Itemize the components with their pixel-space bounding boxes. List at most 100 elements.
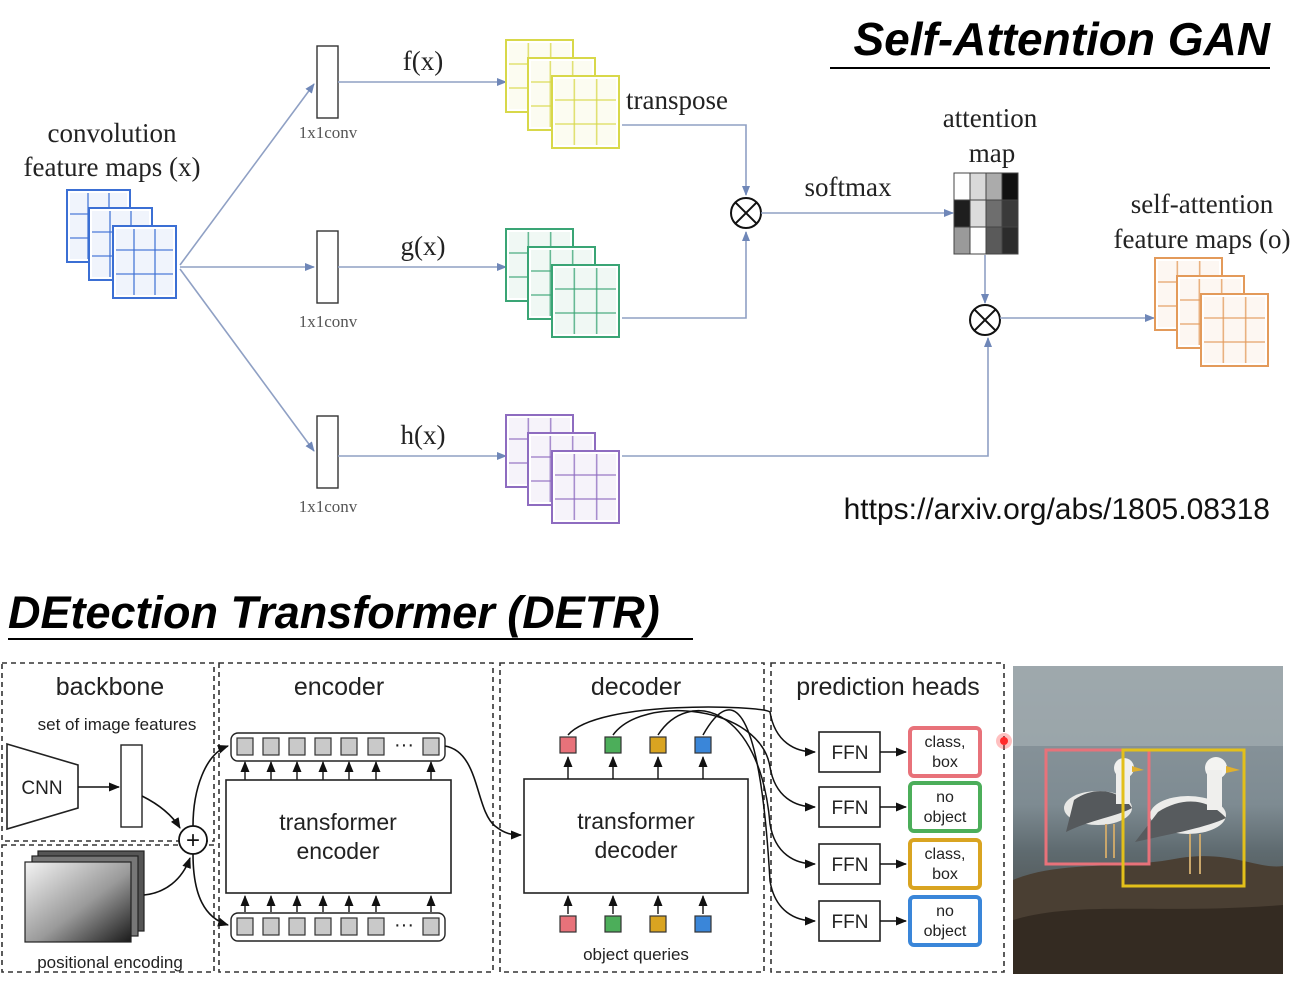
cursor-pointer-icon: [996, 733, 1012, 749]
input-map-3: [112, 225, 177, 299]
input-label-line2: feature maps (x): [24, 152, 201, 182]
seagull-left: [1064, 758, 1144, 858]
object-query-token: [649, 915, 667, 933]
f-feature-maps: [505, 39, 620, 149]
input-label-line1: convolution: [48, 118, 177, 148]
conv-label-g: 1x1conv: [299, 312, 358, 331]
g-feature-maps: [505, 228, 620, 338]
output-label-line2: feature maps (o): [1114, 224, 1291, 254]
encoder-input-token: [422, 917, 440, 936]
encoder-input-token: [314, 917, 332, 936]
encoder-section: [218, 662, 494, 973]
output-box: [908, 895, 982, 947]
matmul-icon: [730, 197, 762, 229]
encoder-input-token: [288, 917, 306, 936]
attention-cell: [969, 226, 987, 255]
detr-section: DEtection Transformer (DETR) backbone se…: [1, 587, 1283, 974]
attention-label-line1: attention: [943, 103, 1038, 133]
matmul-icon-2: [969, 304, 1001, 336]
prediction-heads: FFNclass,boxFFNnoobjectFFNclass,boxFFNno…: [818, 726, 982, 947]
fanout-arrow-h: [179, 268, 315, 452]
decoder-output-token: [649, 736, 667, 754]
attention-cell: [985, 199, 1003, 228]
encoder-output-token: [314, 737, 332, 756]
cnn-label: CNN: [21, 778, 62, 799]
output-map-3: [1200, 293, 1269, 367]
softmax-label: softmax: [805, 172, 892, 202]
attention-cell: [953, 172, 971, 201]
transpose-arrow: [622, 124, 750, 196]
output-box: [908, 838, 982, 890]
encoder-output-tokens: ···: [230, 732, 446, 762]
prediction-heads-section: [770, 662, 1005, 973]
conv-label-h: 1x1conv: [299, 497, 358, 516]
encoder-output-token: [236, 737, 254, 756]
output-label-line1: no: [936, 789, 954, 806]
encoder-input-token: [262, 917, 280, 936]
ffn-box: [818, 786, 881, 828]
attention-cell: [1001, 172, 1019, 201]
sum-to-encoder-input-arrow: [192, 853, 229, 927]
object-query-token: [694, 915, 712, 933]
h-map-3: [551, 450, 620, 524]
decoder-output-token: [604, 736, 622, 754]
encoder-output-token: [367, 737, 385, 756]
encoder-input-frame: [230, 912, 446, 942]
output-label-line2: box: [932, 754, 958, 771]
encoder-box-line1: transformer: [279, 809, 397, 835]
object-query-token: [604, 915, 622, 933]
encoder-output-token: [262, 737, 280, 756]
input-feature-maps: [66, 189, 177, 299]
image-features-label: set of image features: [38, 715, 197, 734]
attention-cell: [953, 226, 971, 255]
backbone-box: [1, 662, 215, 842]
f-map-3: [551, 75, 620, 149]
decoder-output-tokens: [559, 736, 712, 779]
output-box: [908, 726, 982, 778]
decoder-label: decoder: [591, 673, 681, 701]
features-to-sum-arrow: [141, 795, 181, 829]
sum-icon: +: [178, 825, 208, 855]
encoder-output-token: [340, 737, 358, 756]
h-feature-maps: [505, 414, 620, 524]
decoder-output-token: [559, 736, 577, 754]
sagan-section: Self-Attention GAN convolution feature m…: [24, 13, 1291, 526]
ffn-label: FFN: [832, 743, 869, 764]
output-box: [908, 781, 982, 833]
attention-map: [953, 172, 1019, 255]
transformer-encoder-box: [225, 779, 452, 894]
positional-encoding-image: [24, 850, 145, 943]
ffn-label: FFN: [832, 912, 869, 933]
conv-box-h: [316, 415, 339, 489]
conv-box-g: [316, 230, 339, 304]
svg-text:+: +: [186, 827, 200, 854]
encoder-label: encoder: [294, 673, 384, 701]
f-label: f(x): [403, 46, 443, 76]
arxiv-url[interactable]: https://arxiv.org/abs/1805.08318: [844, 493, 1270, 526]
image-features-block: [120, 744, 143, 828]
encoder-output-token: [422, 737, 440, 756]
positional-box: [1, 844, 215, 973]
encoder-input-token: [367, 917, 385, 936]
detection-photo: [1013, 666, 1283, 974]
encoder-input-arrows: [240, 895, 436, 912]
ffn-label: FFN: [832, 798, 869, 819]
detr-title: DEtection Transformer (DETR): [8, 587, 660, 638]
encoder-output-frame: [230, 732, 446, 762]
attention-cell: [1001, 199, 1019, 228]
sum-to-encoder-tokens-arrow: [192, 745, 229, 827]
ffn-label: FFN: [832, 855, 869, 876]
detection-box-red: [1044, 748, 1151, 866]
sagan-title: Self-Attention GAN: [853, 13, 1270, 65]
output-label-line2: object: [924, 923, 967, 940]
g-map-3: [551, 264, 620, 338]
attention-cell: [985, 226, 1003, 255]
attention-label-line2: map: [969, 138, 1016, 168]
decoder-section: [499, 662, 765, 973]
backbone-label: backbone: [56, 673, 164, 701]
